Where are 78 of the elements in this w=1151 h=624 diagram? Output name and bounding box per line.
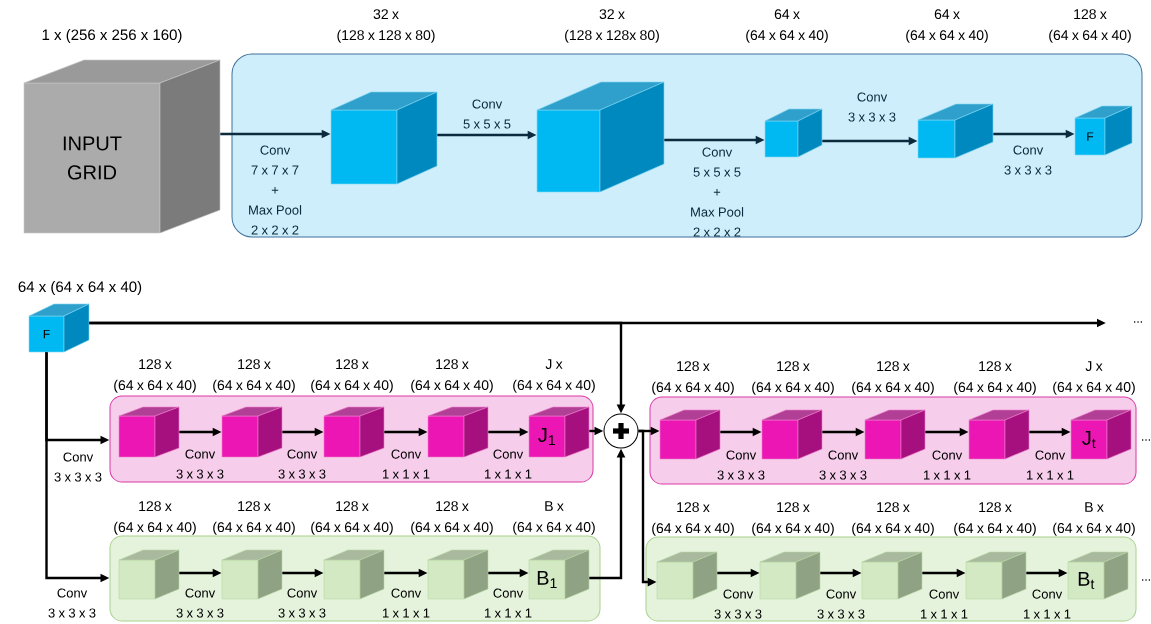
- plus-circle: [603, 413, 639, 449]
- ellipsis: ...: [1142, 579, 1150, 581]
- size-label: 128 x (64 x 64 x 40): [852, 502, 934, 536]
- cube: J$_{t}$: [1070, 409, 1132, 460]
- cube: [965, 551, 1027, 600]
- size-label: 128 x (64 x 64 x 40): [311, 359, 393, 393]
- size-label: 128 x (64 x 64 x 40): [213, 501, 295, 535]
- cube: [118, 406, 180, 458]
- size-label: J x (64 x 64 x 40): [1053, 361, 1135, 395]
- cube: [221, 549, 283, 600]
- edge-label: Conv 7 x 7 x 7 + Max Pool 2 x 2 x 2: [249, 145, 302, 235]
- edge-label: Conv 3 x 3 x 3: [278, 449, 326, 479]
- edge-label: Conv 5 x 5 x 5 + Max Pool 2 x 2 x 2: [691, 147, 744, 237]
- cube: [323, 549, 385, 600]
- edge-label: Conv 3 x 3 x 3: [717, 450, 765, 480]
- size-label: 32 x (128 x 128x 80): [565, 9, 659, 43]
- size-label: B x (64 x 64 x 40): [513, 501, 595, 535]
- size-label: 128 x (64 x 64 x 40): [652, 361, 734, 395]
- size-label: 64 x (64 x 64 x 40): [18, 281, 142, 295]
- size-label: 128 x (64 x 64 x 40): [954, 361, 1036, 395]
- cube: B$_{t}$: [1067, 551, 1129, 600]
- ellipsis: ...: [1142, 439, 1150, 441]
- cube: J$_{1}$: [528, 406, 590, 458]
- size-label: 64 x (64 x 64 x 40): [746, 9, 828, 43]
- size-label: 64 x (64 x 64 x 40): [906, 9, 988, 43]
- cube: [656, 551, 718, 600]
- cube: B$_{1}$: [528, 549, 590, 600]
- edge-label: Conv 3 x 3 x 3: [714, 589, 762, 619]
- size-label: 128 x (64 x 64 x 40): [752, 361, 834, 395]
- edge-label: Conv 3 x 3 x 3: [817, 589, 865, 619]
- cube: [968, 409, 1030, 460]
- ellipsis: ...: [1134, 321, 1142, 323]
- size-label: 128 x (64 x 64 x 40): [213, 359, 295, 393]
- cube: [659, 409, 721, 460]
- size-label: 128 x (64 x 64 x 40): [114, 501, 196, 535]
- cube: [761, 409, 823, 460]
- cube: F: [1074, 105, 1133, 156]
- cube: [427, 549, 489, 600]
- size-label: 128 x (64 x 64 x 40): [954, 502, 1036, 536]
- cube: [861, 551, 923, 600]
- edge-label: Conv 1 x 1 x 1: [921, 589, 968, 619]
- edge-label: Conv 3 x 3 x 3: [176, 588, 224, 618]
- size-label: 1 x (256 x 256 x 160): [42, 29, 182, 43]
- cube: [330, 91, 438, 185]
- cube: [536, 81, 665, 193]
- size-label: 128 x (64 x 64 x 40): [852, 361, 934, 395]
- size-label: 128 x (64 x 64 x 40): [1049, 9, 1131, 43]
- edge-label: Conv 1 x 1 x 1: [383, 588, 430, 618]
- cube: [917, 103, 994, 159]
- size-label: 128 x (64 x 64 x 40): [311, 501, 393, 535]
- cube: [764, 108, 823, 158]
- edge-label: Conv 3 x 3 x 3: [54, 452, 102, 482]
- edge-label: Conv 3 x 3 x 3: [176, 449, 224, 479]
- cube: F: [28, 303, 90, 353]
- size-label: J x (64 x 64 x 40): [513, 359, 595, 393]
- size-label: 128 x (64 x 64 x 40): [411, 501, 493, 535]
- cube: INPUT GRID: [23, 59, 221, 234]
- edge-label: Conv 3 x 3 x 3: [819, 450, 867, 480]
- edge-label: Conv 3 x 3 x 3: [278, 588, 326, 618]
- cube: [221, 406, 283, 458]
- cube: [118, 549, 180, 600]
- edge-label: Conv 1 x 1 x 1: [924, 450, 971, 480]
- edge-label: Conv 3 x 3 x 3: [48, 588, 96, 618]
- cube: [864, 409, 926, 460]
- edge-label: Conv 1 x 1 x 1: [383, 449, 430, 479]
- edge-label: Conv 3 x 3 x 3: [848, 92, 896, 122]
- node-label: F: [1087, 132, 1094, 141]
- edge-label: Conv 3 x 3 x 3: [1004, 145, 1052, 175]
- size-label: 128 x (64 x 64 x 40): [752, 502, 834, 536]
- size-label: B x (64 x 64 x 40): [1053, 502, 1135, 536]
- cube: [759, 551, 821, 600]
- edge-label: Conv 5 x 5 x 5: [463, 99, 511, 129]
- size-label: 128 x (64 x 64 x 40): [411, 359, 493, 393]
- size-label: 128 x (64 x 64 x 40): [114, 359, 196, 393]
- size-label: 32 x (128 x 128 x 80): [337, 9, 435, 43]
- cube: [427, 406, 489, 458]
- size-label: 128 x (64 x 64 x 40): [652, 502, 734, 536]
- cube: [323, 406, 385, 458]
